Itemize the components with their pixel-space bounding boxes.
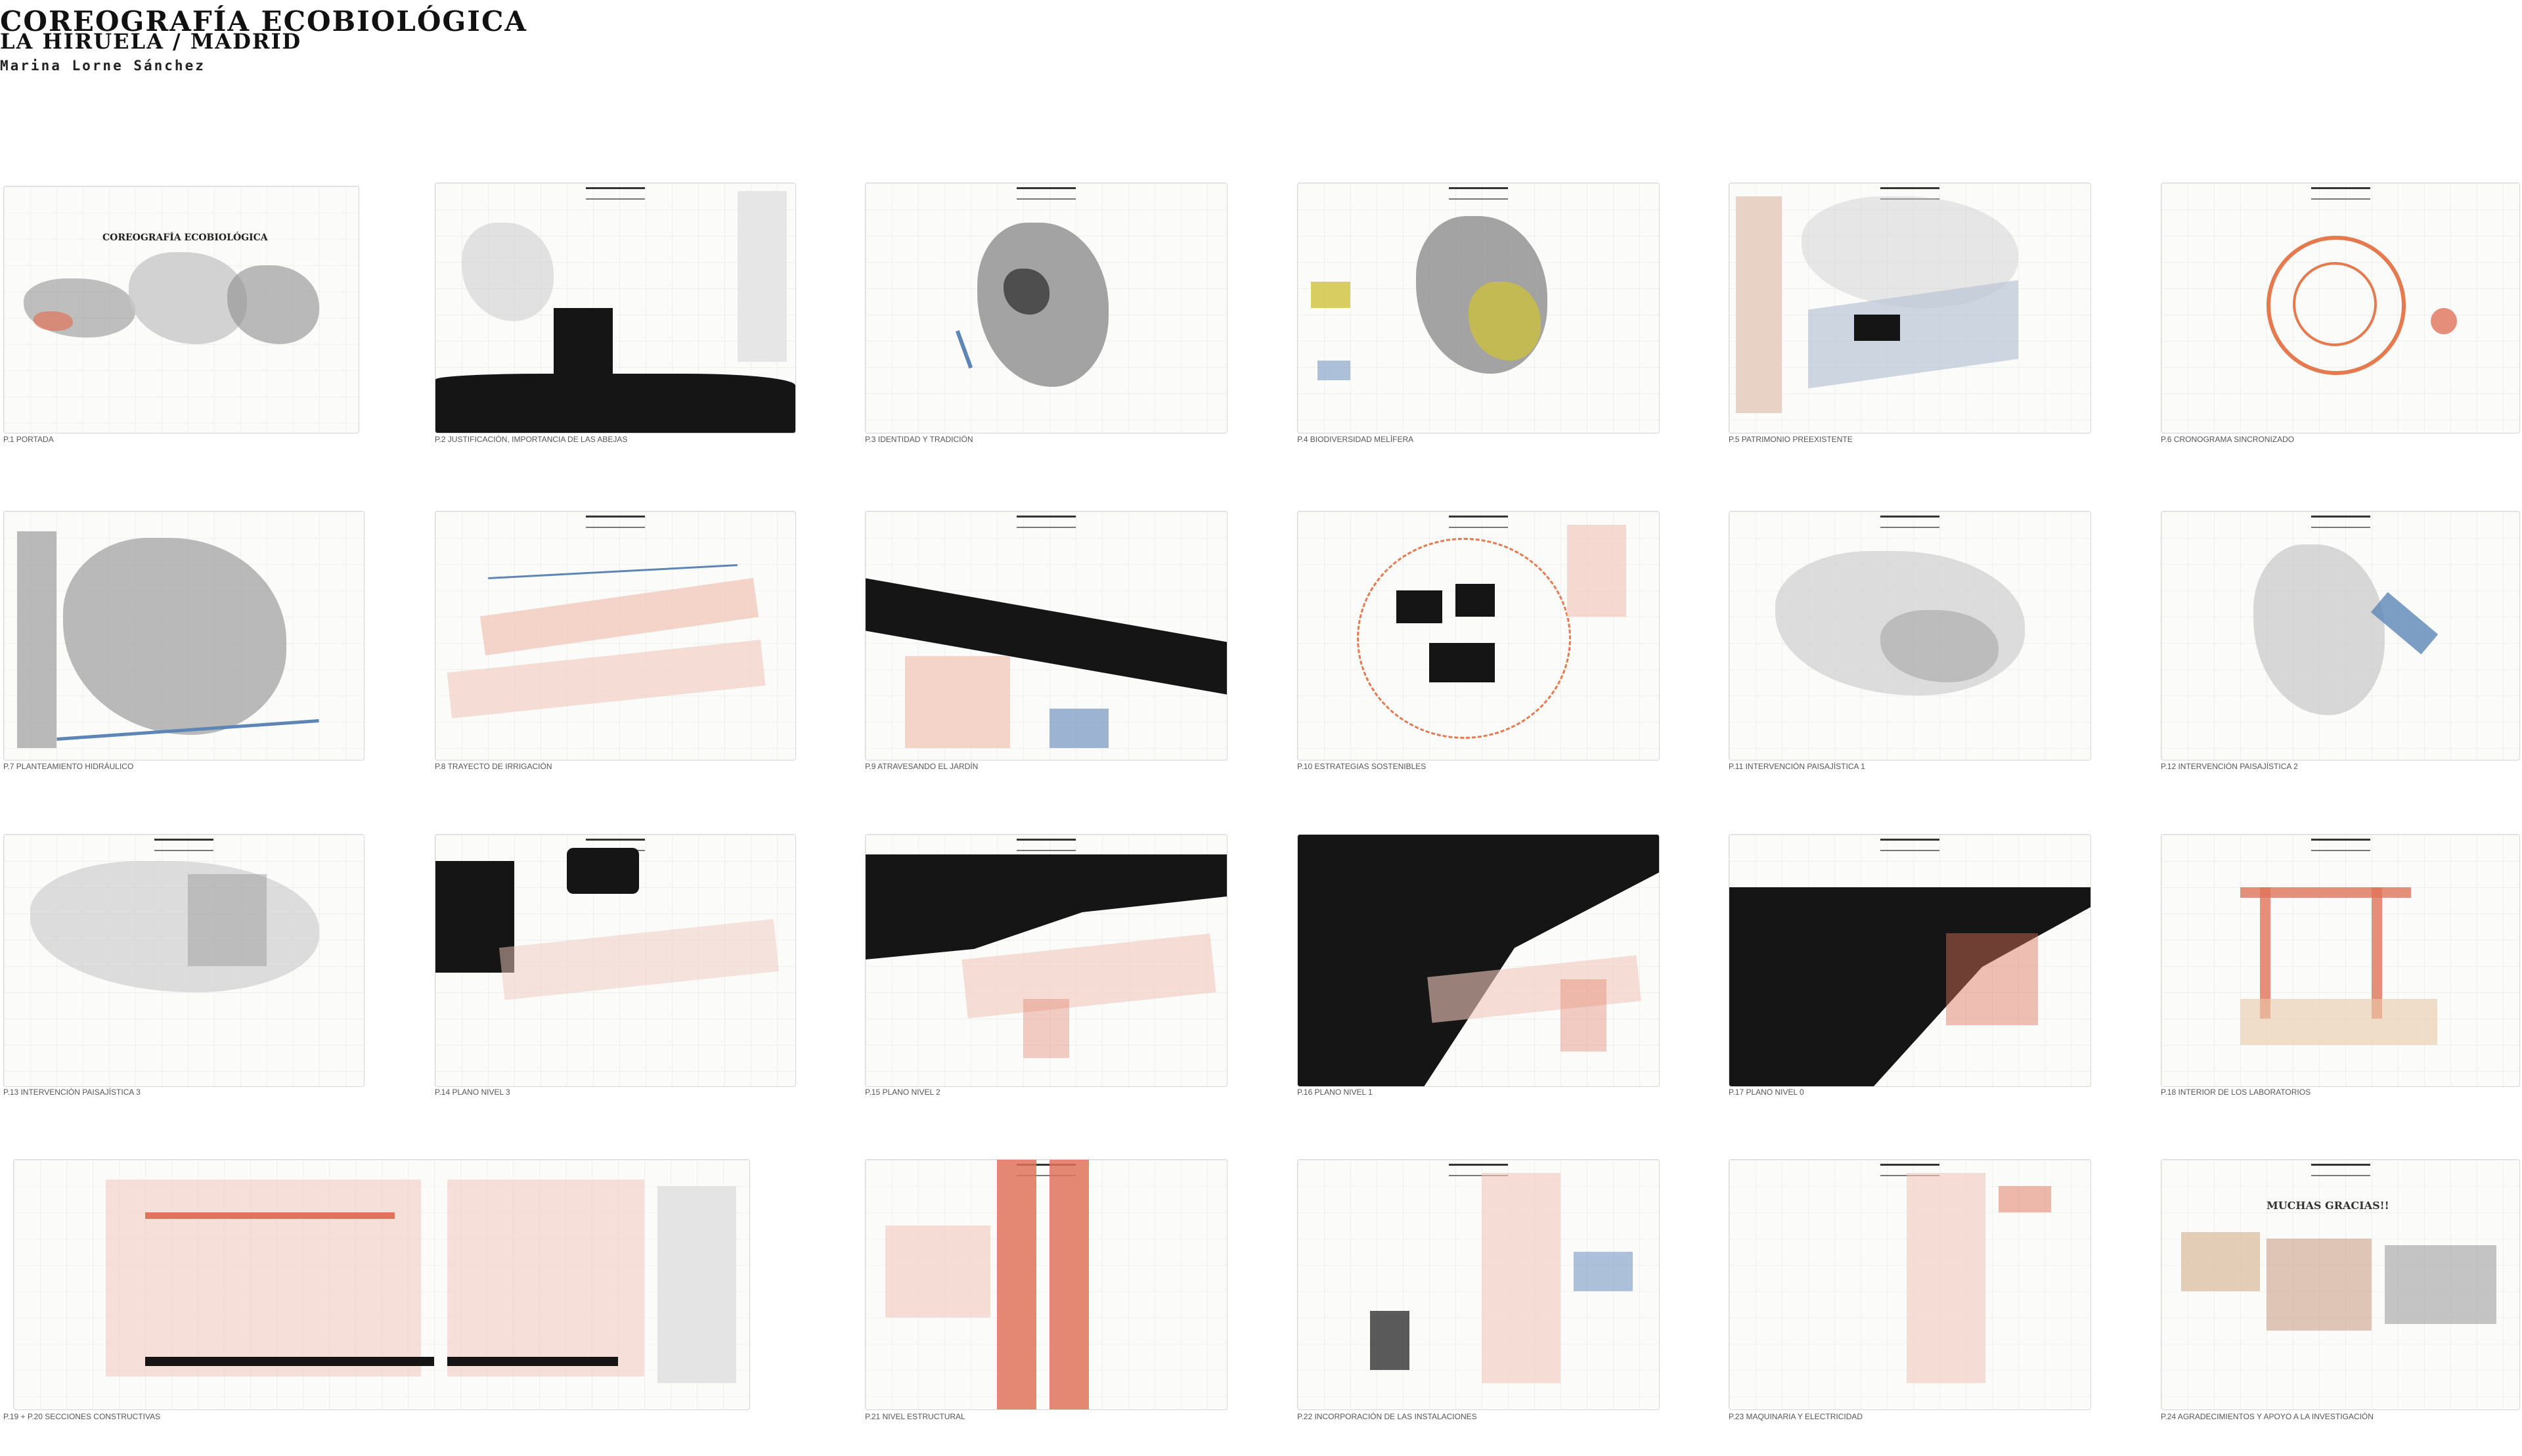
caption-p6: P.6 CRONOGRAMA SINCRONIZADO [2161,435,2295,444]
caption-p4: P.4 BIODIVERSIDAD MELÍFERA [1297,435,1414,444]
sheet-p14[interactable] [435,834,796,1087]
caption-p9: P.9 ATRAVESANDO EL JARDÍN [865,762,979,771]
sheet-p9[interactable] [865,511,1228,761]
sheet-p8[interactable] [435,511,796,761]
caption-p24: P.24 AGRADECIMIENTOS Y APOYO A LA INVEST… [2161,1412,2374,1421]
caption-p1: P.1 PORTADA [3,435,54,444]
sheet-p10[interactable] [1297,511,1660,761]
sheet-p17[interactable] [1729,834,2091,1087]
caption-p13: P.13 INTERVENCIÓN PAISAJÍSTICA 3 [3,1088,141,1097]
caption-p2: P.2 JUSTIFICACIÓN, IMPORTANCIA DE LAS AB… [435,435,628,444]
subtitle-location: LA HIRUELA / MADRID [0,29,302,54]
sheet-p22[interactable] [1297,1159,1660,1410]
caption-p3: P.3 IDENTIDAD Y TRADICIÓN [865,435,973,444]
author-name: Marina Lorne Sánchez [0,58,206,74]
sheet-p21[interactable] [865,1159,1228,1410]
caption-p21: P.21 NIVEL ESTRUCTURAL [865,1412,965,1421]
sheet-p6[interactable] [2161,183,2520,433]
sheet-p23[interactable] [1729,1159,2091,1410]
caption-p19-20: P.19 + P.20 SECCIONES CONSTRUCTIVAS [3,1412,161,1421]
sheet-p1[interactable]: COREOGRAFÍA ECOBIOLÓGICA [3,186,359,433]
sheet-p24[interactable]: MUCHAS GRACIAS!! [2161,1159,2520,1410]
sheet-p13[interactable] [3,834,365,1087]
sheet-p3[interactable] [865,183,1228,433]
sheet-p11[interactable] [1729,511,2091,761]
caption-p18: P.18 INTERIOR DE LOS LABORATORIOS [2161,1088,2311,1097]
caption-p17: P.17 PLANO NIVEL 0 [1729,1088,1804,1097]
sheet-p18[interactable] [2161,834,2520,1087]
sheet-p2[interactable] [435,183,796,433]
cover-title: COREOGRAFÍA ECOBIOLÓGICA [102,232,268,243]
sheet-p5[interactable] [1729,183,2091,433]
caption-p23: P.23 MAQUINARIA Y ELECTRICIDAD [1729,1412,1863,1421]
caption-p14: P.14 PLANO NIVEL 3 [435,1088,510,1097]
caption-p22: P.22 INCORPORACIÓN DE LAS INSTALACIONES [1297,1412,1477,1421]
sheet-p19-20[interactable] [13,1159,750,1410]
caption-p15: P.15 PLANO NIVEL 2 [865,1088,940,1097]
caption-p11: P.11 INTERVENCIÓN PAISAJÍSTICA 1 [1729,762,1865,771]
sheet-p15[interactable] [865,834,1228,1087]
sheet-p16[interactable] [1297,834,1660,1087]
sheet-p4[interactable] [1297,183,1660,433]
caption-p8: P.8 TRAYECTO DE IRRIGACIÓN [435,762,552,771]
sheet-p12[interactable] [2161,511,2520,761]
caption-p5: P.5 PATRIMONIO PREEXISTENTE [1729,435,1853,444]
caption-p16: P.16 PLANO NIVEL 1 [1297,1088,1373,1097]
caption-p12: P.12 INTERVENCIÓN PAISAJÍSTICA 2 [2161,762,2298,771]
caption-p10: P.10 ESTRATEGIAS SOSTENIBLES [1297,762,1427,771]
main-title: COREOGRAFÍA ECOBIOLÓGICA [0,5,527,37]
thanks-banner: MUCHAS GRACIAS!! [2267,1199,2389,1212]
sheet-p7[interactable] [3,511,365,761]
caption-p7: P.7 PLANTEAMIENTO HIDRÁULICO [3,762,134,771]
